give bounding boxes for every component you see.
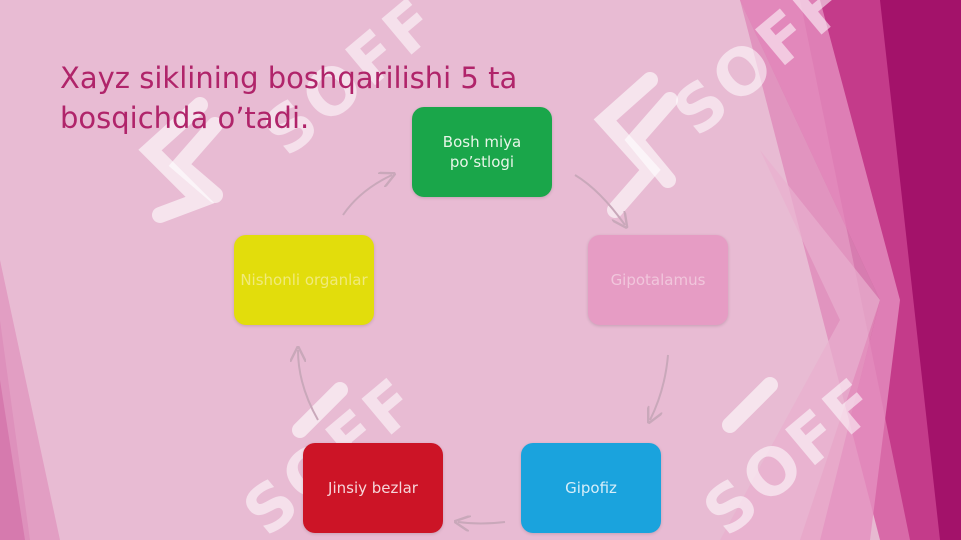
cycle-node-hypothalamus: Gipotalamus — [588, 235, 728, 325]
cycle-node-pituitary: Gipofiz — [521, 443, 661, 533]
cycle-node-cortex: Bosh miya po’stlogi — [412, 107, 552, 197]
cycle-node-target-organs: Nishonli organlar — [234, 235, 374, 325]
cycle-node-gonads: Jinsiy bezlar — [303, 443, 443, 533]
slide-title: Xayz siklining boshqarilishi 5 ta bosqic… — [60, 61, 518, 135]
